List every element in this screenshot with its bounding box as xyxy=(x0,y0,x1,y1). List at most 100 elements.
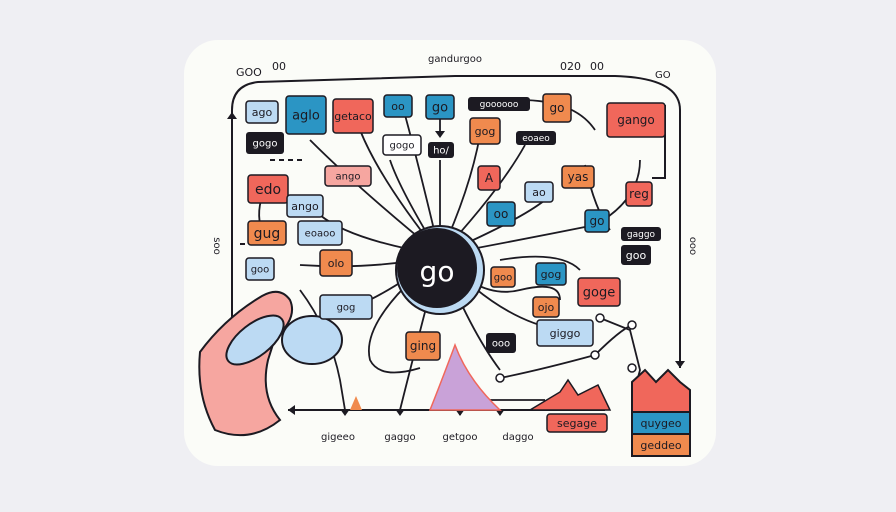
node-ging[interactable]: ging xyxy=(405,331,441,361)
node-box xyxy=(532,296,560,318)
node-label: ojo xyxy=(538,301,555,314)
center-node[interactable]: go xyxy=(395,225,485,315)
link xyxy=(499,255,581,271)
node-goge[interactable]: goge xyxy=(577,277,621,307)
node-box xyxy=(285,95,327,135)
hand-finger xyxy=(225,314,285,366)
node-gog[interactable]: gog xyxy=(319,294,373,320)
node-go[interactable]: go xyxy=(425,94,455,120)
arrowhead xyxy=(675,361,685,368)
node-gogo[interactable]: gogo xyxy=(382,134,422,156)
node-box xyxy=(332,98,374,134)
node-box xyxy=(542,93,572,123)
node-oo[interactable]: oo xyxy=(383,94,413,118)
node-label: ooo xyxy=(492,339,510,350)
node-gango[interactable]: gango xyxy=(606,102,666,138)
node-label: gog xyxy=(541,268,562,281)
arrowhead xyxy=(395,409,405,416)
node-gaggo[interactable]: gaggo xyxy=(621,227,661,241)
connector-dot xyxy=(627,320,637,330)
node-edo[interactable]: edo xyxy=(247,174,289,204)
node-eoaoo[interactable]: eoaoo xyxy=(297,220,343,246)
node-ojo[interactable]: ojo xyxy=(532,296,560,318)
node-box xyxy=(621,227,661,241)
node-gog[interactable]: gog xyxy=(535,262,567,286)
node-yas[interactable]: yas xyxy=(561,165,595,189)
castle-illustration: quygeo geddeo xyxy=(631,368,691,457)
node-box xyxy=(625,181,653,207)
node-goooooo[interactable]: goooooo xyxy=(468,97,530,111)
node-ooo[interactable]: ooo xyxy=(486,333,516,353)
node-ango[interactable]: ango xyxy=(286,194,324,218)
node-go[interactable]: go xyxy=(542,93,572,123)
bottom-label: gigeeo xyxy=(321,432,355,443)
edge-label-top-far-right: GO xyxy=(655,70,671,81)
node-getaco[interactable]: getaco xyxy=(332,98,374,134)
node-box xyxy=(425,94,455,120)
connector-dot xyxy=(495,373,505,383)
node-box xyxy=(546,413,608,433)
node-go[interactable]: go xyxy=(584,209,610,233)
edge-label-top-right: 020 xyxy=(560,60,581,73)
node-box xyxy=(516,131,556,145)
node-label: gango xyxy=(617,113,655,127)
node-gug[interactable]: gug xyxy=(247,220,287,246)
node-goo[interactable]: goo xyxy=(490,266,516,288)
edge-label-top-left: GOO xyxy=(236,66,262,79)
node-label: segage xyxy=(557,417,597,430)
node-ago[interactable]: ago xyxy=(245,100,279,124)
bottom-labels: gigeeo gaggo getgoo daggo xyxy=(321,432,534,443)
node-box xyxy=(247,174,289,204)
node-label: goo xyxy=(626,249,647,262)
node-label: ging xyxy=(410,339,436,353)
node-goo[interactable]: goo xyxy=(245,257,275,281)
node-label: getaco xyxy=(334,110,372,123)
node-ao[interactable]: ao xyxy=(524,181,554,203)
node-giggo[interactable]: giggo xyxy=(536,319,594,347)
node-box xyxy=(486,201,516,227)
node-eoaeo[interactable]: eoaeo xyxy=(516,131,556,145)
hand-illustration xyxy=(198,290,343,437)
edge-label-top-center: gandurgoo xyxy=(428,54,482,65)
node-aglo[interactable]: aglo xyxy=(285,95,327,135)
node-box xyxy=(297,220,343,246)
node-olo[interactable]: olo xyxy=(319,249,353,277)
node-label: gogo xyxy=(390,141,415,152)
edge-label-left-side: soo xyxy=(211,237,222,254)
node-label: goooooo xyxy=(480,100,519,110)
node-reg[interactable]: reg xyxy=(625,181,653,207)
finger-cloud xyxy=(281,315,343,365)
connector-dot xyxy=(590,350,600,360)
node-ango[interactable]: ango xyxy=(324,165,372,187)
tent-purple xyxy=(428,342,502,411)
node-label: go xyxy=(550,101,565,115)
tent-decorations xyxy=(350,342,612,411)
node-label: eoaeo xyxy=(522,134,550,144)
node-label: aglo xyxy=(292,109,320,124)
tent-orange xyxy=(350,396,362,410)
node-box xyxy=(246,132,284,154)
node-label: gog xyxy=(475,125,496,138)
edge-labels: GOO 00 gandurgoo 020 00 GO soo ooo xyxy=(211,54,698,255)
castle-bottom-panel xyxy=(631,433,691,457)
node-box xyxy=(577,277,621,307)
node-gogo[interactable]: gogo xyxy=(246,132,284,154)
node-oo[interactable]: oo xyxy=(486,201,516,227)
node-a[interactable]: A xyxy=(477,165,501,191)
node-box xyxy=(469,117,501,145)
node-segage[interactable]: segage xyxy=(546,413,608,433)
outer-loop-line xyxy=(231,75,681,368)
bottom-label: getgoo xyxy=(442,432,477,443)
node-box xyxy=(606,102,666,138)
node-label: edo xyxy=(255,182,281,198)
node-goo[interactable]: goo xyxy=(621,245,651,265)
node-box xyxy=(561,165,595,189)
node-box xyxy=(245,100,279,124)
node-ho[interactable]: ho/ xyxy=(428,142,454,158)
node-box xyxy=(428,142,454,158)
node-gog[interactable]: gog xyxy=(469,117,501,145)
node-label: olo xyxy=(328,257,345,270)
connector-dot xyxy=(627,363,637,373)
